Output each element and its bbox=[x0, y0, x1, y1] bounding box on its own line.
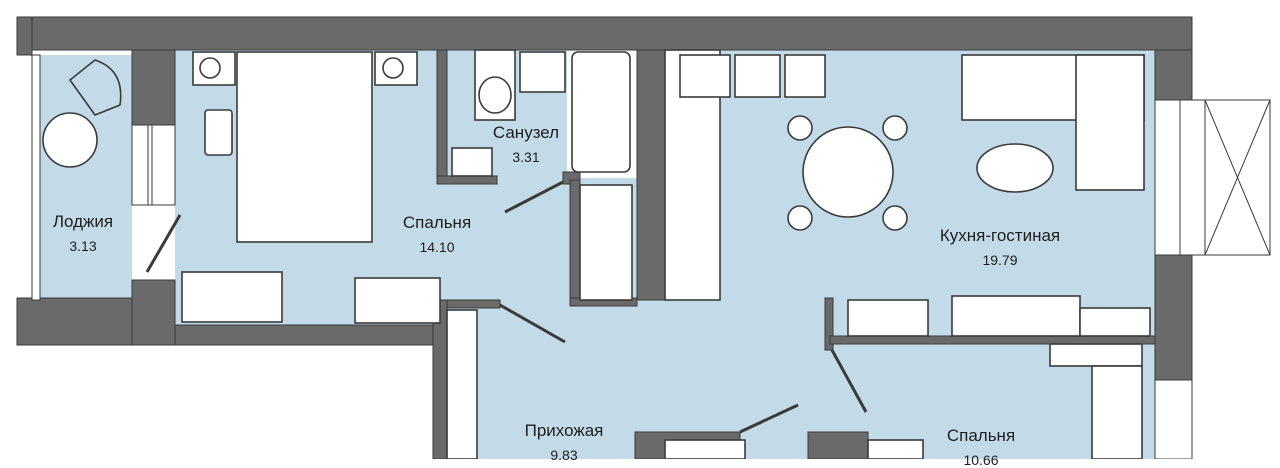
room-name: Спальня bbox=[946, 426, 1016, 445]
room-name: Спальня bbox=[402, 213, 472, 232]
room-area: 3.13 bbox=[69, 238, 97, 254]
room-area: 9.83 bbox=[550, 447, 578, 463]
room-label-bedroom-2: Спальня 10.66 bbox=[947, 426, 1015, 468]
room-area: 14.10 bbox=[419, 239, 455, 255]
room-name: Кухня-гостиная bbox=[939, 226, 1061, 245]
doors bbox=[145, 180, 868, 434]
room-name: Лоджия bbox=[52, 212, 114, 231]
floor-loggia bbox=[40, 55, 132, 300]
room-label-bedroom-1: Спальня 14.10 bbox=[403, 213, 471, 255]
room-label-hallway: Прихожая 9.83 bbox=[525, 421, 604, 463]
windows bbox=[31, 54, 1271, 459]
room-label-bathroom: Санузел 3.31 bbox=[493, 123, 559, 165]
room-label-loggia: Лоджия 3.13 bbox=[53, 212, 113, 254]
walls bbox=[16, 16, 1193, 459]
furniture bbox=[42, 49, 1151, 459]
room-name: Санузел bbox=[492, 123, 560, 142]
room-name: Прихожая bbox=[524, 421, 604, 440]
room-area: 19.79 bbox=[982, 252, 1018, 268]
room-label-kitchen-living: Кухня-гостиная 19.79 bbox=[940, 226, 1060, 268]
room-area: 10.66 bbox=[963, 452, 999, 468]
room-area: 3.31 bbox=[512, 149, 540, 165]
